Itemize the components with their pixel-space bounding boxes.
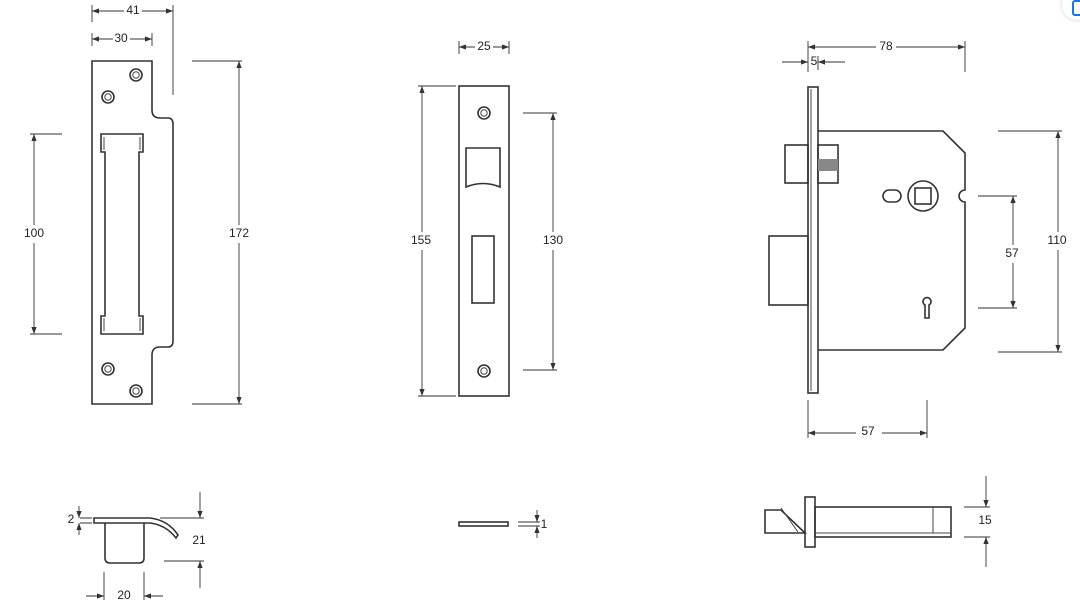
strike-plate-profile (93, 517, 179, 564)
dim-21: 21 (192, 533, 206, 547)
dim-155: 155 (411, 233, 431, 247)
dim-25: 25 (477, 39, 491, 53)
dim-20: 20 (117, 588, 131, 602)
latch-profile-dimensions: 15 (964, 476, 992, 567)
strike-profile-dimensions: 2 21 20 (68, 492, 206, 602)
dim-57-horizontal: 57 (861, 424, 875, 438)
latch-profile (764, 496, 952, 548)
dim-1: 1 (541, 517, 548, 531)
strike-plate-dimensions: 41 30 100 172 (20, 3, 255, 405)
widget-icon (1072, 0, 1080, 16)
dim-57-vertical: 57 (1005, 246, 1019, 260)
keyhole-icon (922, 296, 932, 319)
lock-case-side-view (768, 86, 966, 394)
lock-case-dimensions: 78 5 110 57 57 (782, 39, 1073, 441)
dim-2: 2 (68, 512, 75, 526)
dim-5: 5 (811, 54, 818, 68)
strike-plate-front-view (91, 60, 174, 405)
dim-130: 130 (543, 233, 563, 247)
screw-hole-icon (101, 68, 143, 398)
dim-15: 15 (978, 513, 992, 527)
dim-41: 41 (126, 3, 140, 17)
corner-widget-button[interactable] (1062, 0, 1080, 20)
dim-78: 78 (879, 39, 893, 53)
dim-172: 172 (229, 226, 249, 240)
forend-plate-dimensions: 25 155 130 (407, 39, 569, 397)
forend-plate-front-view (458, 85, 510, 397)
forend-plate-profile: 1 (458, 510, 548, 538)
dim-110: 110 (1047, 233, 1066, 247)
dim-30: 30 (114, 31, 128, 45)
dim-100: 100 (24, 226, 44, 240)
